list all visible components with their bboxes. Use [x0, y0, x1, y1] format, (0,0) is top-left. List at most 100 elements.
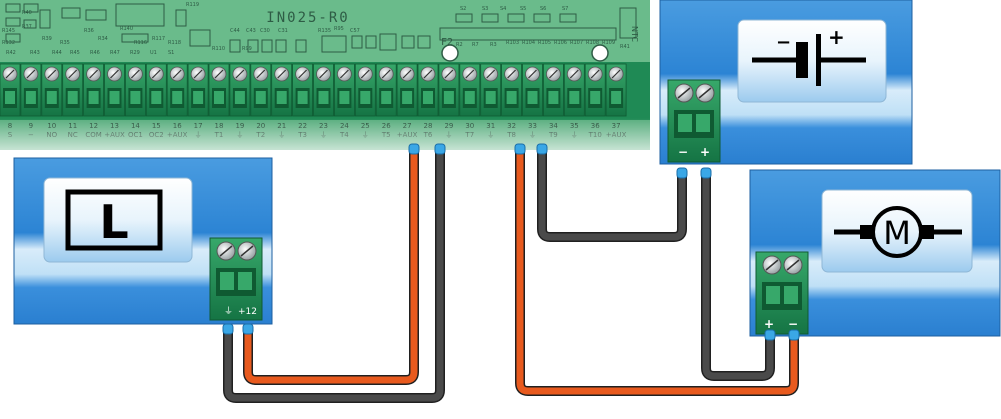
board-terminal: 35⏚ [563, 63, 585, 139]
motor-terminal-block: + − [755, 251, 809, 335]
wire-ground-to-battery-minus [538, 150, 686, 241]
silkscreen-label: U1 [150, 50, 157, 56]
battery-plus-symbol: + [828, 25, 845, 49]
wire-sleeve [676, 167, 688, 179]
silkscreen-label: S1 [168, 50, 174, 56]
silkscreen-label: S3 [482, 6, 488, 12]
battery-device: − + − + [659, 0, 913, 165]
silkscreen-label: R34 [98, 36, 108, 42]
silkscreen-label: R106 [554, 40, 567, 46]
motor-symbol: M [883, 214, 911, 252]
board-terminal: 29⏚ [438, 63, 460, 139]
wire-sleeve [222, 323, 234, 335]
lamp-icon-plate [43, 177, 193, 263]
board-model-label: IN025-R0 [266, 10, 349, 26]
fuse-label: F2 [441, 37, 453, 48]
battery-terminal-label: + [700, 145, 710, 159]
silkscreen-label: C30 [260, 28, 270, 34]
silkscreen-label: R145 [2, 28, 15, 34]
silkscreen-label: R135 [318, 28, 331, 34]
silkscreen-label: R117 [152, 36, 165, 42]
silkscreen-label: R110 [212, 46, 225, 52]
lamp-terminal-label: ⏚ [224, 306, 233, 317]
lamp-terminal-block: ⏚ +12 [209, 237, 263, 321]
board-terminal: 20T2 [250, 63, 272, 139]
wire-battery-plus-to-motor-plus [702, 176, 774, 380]
silkscreen-label: C57 [350, 28, 360, 34]
mounting-hole [441, 44, 459, 62]
battery-icon-plate [737, 19, 887, 103]
lamp-device: L ⏚ +12 [13, 157, 273, 325]
silkscreen-label: R109 [602, 40, 615, 46]
silkscreen-label: C31 [278, 28, 288, 34]
board-terminal: 12COM [83, 63, 104, 139]
silkscreen-label: R140 [120, 26, 133, 32]
battery-minus-symbol: − [776, 32, 791, 53]
components [5, 3, 617, 53]
lamp-symbol: L [99, 195, 128, 249]
board-terminal: 33⏚ [522, 63, 543, 139]
wire-sleeve [700, 167, 712, 179]
wires [223, 150, 799, 403]
silkscreen-label: R105 [538, 40, 551, 46]
board-terminals: 8S9−10NO11NC12COM13+AUX14OC115OC216+AUX1… [0, 63, 627, 139]
wire-t8-to-motor-minus [516, 150, 798, 395]
board-terminal: 11NC [62, 63, 84, 139]
silkscreen-label: R36 [84, 28, 94, 34]
silkscreen-label: R44 [52, 50, 62, 56]
lamp-box-icon [65, 189, 163, 251]
silkscreen-label: S7 [562, 6, 568, 12]
control-board: R145R132R40R37R39R35R36R34R140R116R117R1… [0, 0, 650, 154]
silkscreen-label: R95 [334, 26, 344, 32]
silkscreen-label: R104 [522, 40, 535, 46]
silkscreen-label: R107 [570, 40, 583, 46]
silkscreen-label: R116 [134, 40, 147, 46]
wire-sleeves [222, 143, 800, 341]
lamp-terminal-label: +12 [238, 307, 257, 317]
silkscreen-label: R45 [70, 50, 80, 56]
silkscreen-label: R46 [90, 50, 100, 56]
motor-terminal-label: + [764, 317, 774, 331]
wire-lamp-ground-to-t6 [224, 150, 444, 402]
motor-symbol-icon [834, 206, 962, 258]
board-terminal: 31⏚ [480, 63, 502, 139]
silkscreen-label: R7 [472, 42, 479, 48]
battery-terminal-label: − [678, 145, 688, 159]
silkscreen-label: S4 [500, 6, 506, 12]
board-terminal: 9− [20, 63, 42, 139]
silkscreen-label: R39 [42, 36, 52, 42]
silkscreen-label: S5 [520, 6, 526, 12]
silkscreen-label: C44 [230, 28, 240, 34]
silkscreen-label: R99 [242, 46, 252, 52]
silkscreen-label: C43 [246, 28, 256, 34]
ntc-label: NTC [630, 26, 639, 42]
wire-lamp-plus12-to-aux [244, 150, 418, 384]
motor-icon-plate [821, 189, 973, 273]
silkscreen-texts: R145R132R40R37R39R35R36R34R140R116R117R1… [2, 2, 630, 56]
wire-sleeve [242, 323, 254, 335]
silkscreen-label: R42 [6, 50, 16, 56]
silkscreen-label: R108 [586, 40, 599, 46]
silkscreen-label: R41 [620, 44, 630, 50]
silkscreen-label: R35 [60, 40, 70, 46]
wire-sleeve [408, 143, 420, 155]
silkscreen-label: R3 [490, 42, 497, 48]
silkscreen-label: R119 [186, 2, 199, 8]
silkscreen-label: R47 [110, 50, 120, 56]
motor-device: M + − [749, 169, 1001, 337]
wire-sleeve [536, 143, 548, 155]
ntc-sensor: NTC [619, 7, 639, 42]
silkscreen-label: R29 [130, 50, 140, 56]
silkscreen-label: S2 [460, 6, 466, 12]
silkscreen-label: R43 [30, 50, 40, 56]
battery-terminal-block: − + [667, 79, 721, 163]
motor-terminal-label: − [788, 317, 798, 331]
silkscreen-label: R40 [22, 10, 32, 16]
board-terminal: 8S [0, 63, 21, 139]
wire-sleeve [434, 143, 446, 155]
silkscreen-label: R132 [2, 40, 15, 46]
silkscreen-label: R118 [168, 40, 181, 46]
silkscreen-label: R37 [22, 24, 32, 30]
board-terminal: 13+AUX [104, 63, 125, 139]
